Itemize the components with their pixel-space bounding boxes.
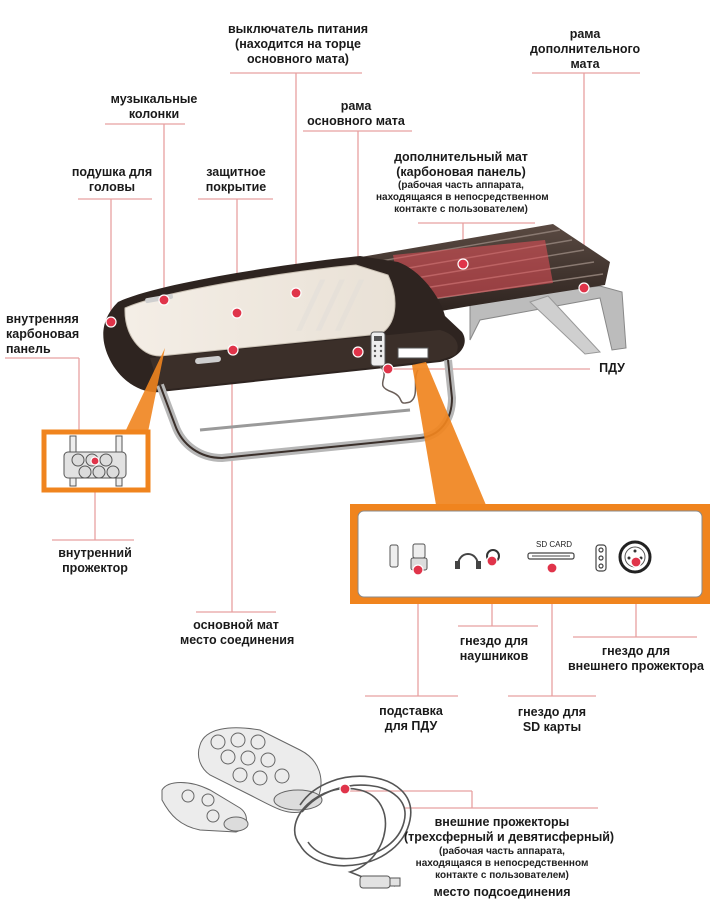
heating-zone — [393, 240, 553, 303]
headphones-icon — [455, 553, 481, 569]
panel-callout — [412, 362, 486, 505]
inner-projector-callout — [125, 348, 165, 432]
button-cluster-icon — [595, 544, 607, 572]
label-connection-place: место подсоединения — [433, 885, 571, 899]
projector-cable — [293, 775, 412, 887]
label-extra-mat-note: (рабочая часть аппарата,находящаяся в не… — [376, 180, 549, 215]
sd-card-text: SD CARD — [536, 540, 572, 549]
label-external-projectors-note: (рабочая часть аппарата,находящаяся в не… — [415, 846, 589, 881]
svg-text:///: /// — [296, 267, 365, 345]
label-external-projectors: внешние прожекторы(трехсферный и девятис… — [404, 815, 615, 844]
label-remote: ПДУ — [599, 361, 625, 375]
marker-dots — [90, 258, 642, 795]
main-mat: /// — [103, 256, 465, 463]
cable-connector — [359, 875, 401, 889]
inner-projector-drawing — [63, 435, 127, 487]
external-projectors-drawing — [161, 727, 323, 833]
label-extra-mat: дополнительный мат(карбоновая панель) — [394, 150, 528, 179]
sd-card-slot-icon — [527, 552, 575, 560]
